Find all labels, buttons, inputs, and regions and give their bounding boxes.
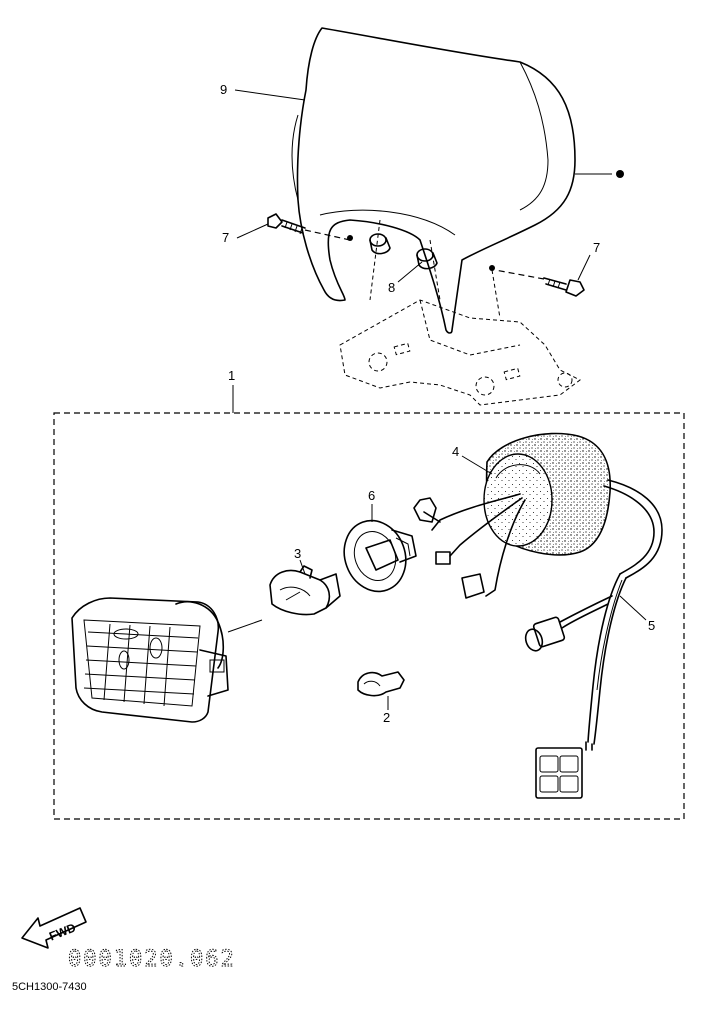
assembly-box <box>53 385 685 820</box>
collar-left <box>347 233 391 255</box>
bulb-socket <box>343 504 417 593</box>
collar-right <box>416 248 495 271</box>
callout-4: 4 <box>452 444 459 459</box>
callout-7-left: 7 <box>222 230 229 245</box>
diagram-part-number: 5CH1300-7430 <box>12 981 87 993</box>
callout-2: 2 <box>383 710 390 725</box>
mounting-bracket <box>339 219 581 406</box>
diagram-code: 0001020.062 <box>68 947 236 972</box>
callout-1: 1 <box>228 368 235 383</box>
socket-cover <box>461 432 611 556</box>
callout-6: 6 <box>368 488 375 503</box>
callout-3: 3 <box>294 546 301 561</box>
headlight-unit <box>71 597 263 723</box>
headlight-bulb <box>269 559 341 616</box>
wire-harness <box>524 479 663 799</box>
callout-7-right: 7 <box>593 240 600 255</box>
callout-8: 8 <box>388 280 395 295</box>
callout-5: 5 <box>648 618 655 633</box>
bolt-right <box>494 269 585 297</box>
fwd-label: FWD <box>47 920 78 943</box>
bolt-left <box>267 213 351 241</box>
headlight-cover <box>291 27 624 334</box>
color-marker <box>616 170 624 178</box>
fwd-arrow-icon: FWD <box>21 907 87 949</box>
position-bulb <box>357 671 405 710</box>
socket-wires <box>413 493 526 599</box>
callout-9: 9 <box>220 82 227 97</box>
